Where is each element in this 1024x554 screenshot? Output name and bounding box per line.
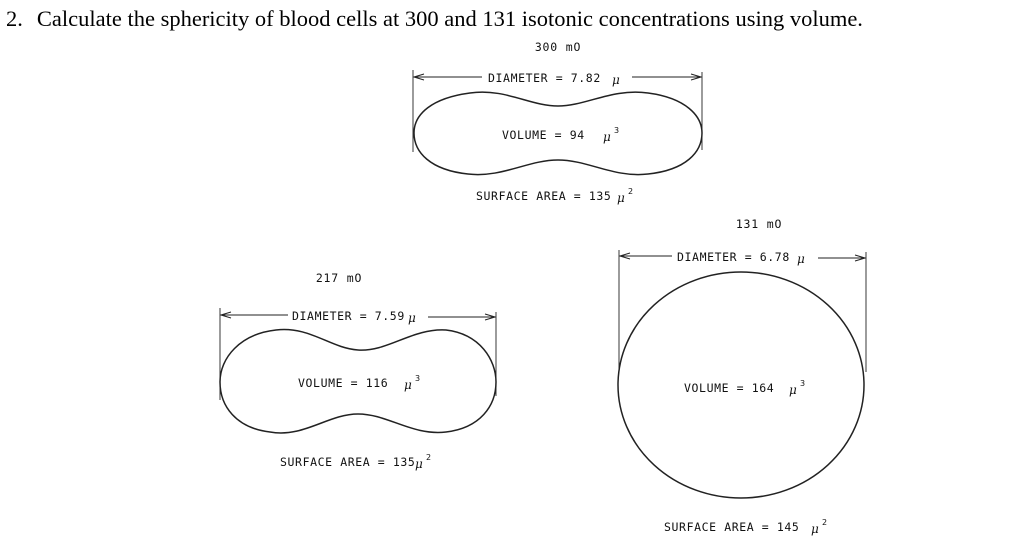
cell-131-surface-exponent: 2 xyxy=(822,518,827,527)
cell-131-volume-unit: μ xyxy=(789,383,797,397)
cell-217-volume-label: VOLUME = 116 xyxy=(298,376,388,390)
cell-131-diameter-label: DIAMETER = 6.78 xyxy=(677,250,790,264)
cell-131-surface-label: SURFACE AREA = 145 xyxy=(664,520,799,534)
cell-217-diameter-label: DIAMETER = 7.59 xyxy=(292,309,405,323)
cell-217-surface-unit: μ xyxy=(415,457,423,471)
cell-300-diameter-label: DIAMETER = 7.82 xyxy=(488,71,601,85)
question-body: Calculate the sphericity of blood cells … xyxy=(36,6,863,31)
cell-217-surface-exponent: 2 xyxy=(426,453,431,462)
cell-217-outline xyxy=(219,328,497,434)
cell-217-volume-unit: μ xyxy=(404,378,412,392)
cell-300-diameter-unit: μ xyxy=(612,73,620,87)
cell-300: 300 mO DIAMETER = 7.82 μ VOLUME = 94 μ 3… xyxy=(412,40,703,205)
cell-131: 131 mO DIAMETER = 6.78 μ VOLUME = 164 μ … xyxy=(617,217,867,536)
cell-300-volume-unit: μ xyxy=(603,130,611,144)
cell-300-volume-exponent: 3 xyxy=(614,126,619,135)
cell-300-surface-exponent: 2 xyxy=(628,187,633,196)
cell-300-surface-unit: μ xyxy=(617,191,625,205)
cell-217: 217 mO DIAMETER = 7.59 μ VOLUME = 116 μ … xyxy=(219,271,497,471)
cell-300-surface-label: SURFACE AREA = 135 xyxy=(476,189,611,203)
cell-300-concentration: 300 mO xyxy=(535,40,581,54)
cell-131-outline xyxy=(617,271,865,499)
cell-131-diameter-unit: μ xyxy=(797,252,805,266)
question-number: 2. xyxy=(6,6,23,31)
cell-131-volume-label: VOLUME = 164 xyxy=(684,381,774,395)
cell-217-volume-exponent: 3 xyxy=(415,374,420,383)
cell-217-diameter-unit: μ xyxy=(408,311,416,325)
question-text: 2. Calculate the sphericity of blood cell… xyxy=(6,2,1016,38)
cell-131-volume-exponent: 3 xyxy=(800,379,805,388)
cell-300-volume-label: VOLUME = 94 xyxy=(502,128,585,142)
cell-131-concentration: 131 mO xyxy=(736,217,782,231)
cell-300-outline xyxy=(413,91,703,176)
cell-131-surface-unit: μ xyxy=(811,522,819,536)
cell-217-concentration: 217 mO xyxy=(316,271,362,285)
cell-217-surface-label: SURFACE AREA = 135 xyxy=(280,455,415,469)
